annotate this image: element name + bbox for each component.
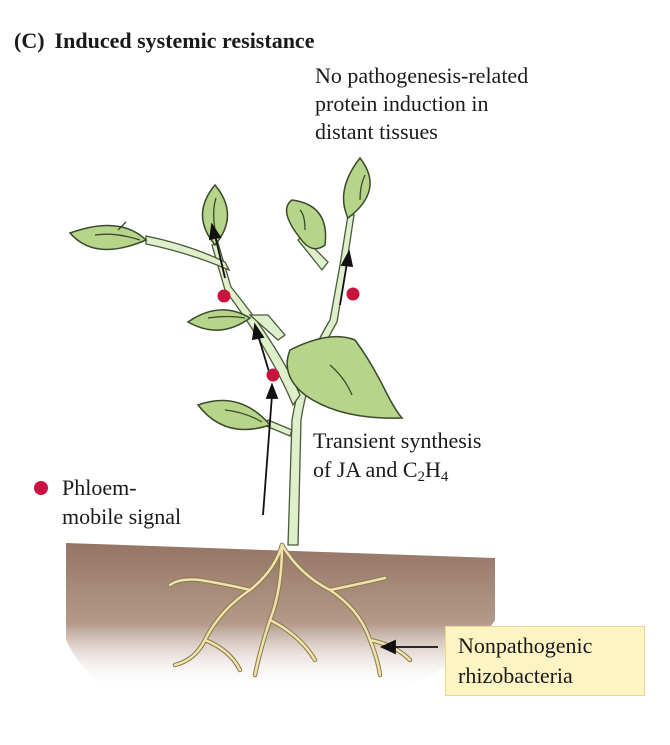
rhizobacteria-label-box: Nonpathogenic rhizobacteria [445,626,645,696]
hydrogen-subscript: 4 [440,469,449,485]
signal-dot [266,368,280,382]
signal-arrows [208,222,438,655]
leaf-top-left [201,183,229,247]
signal-dots [217,287,360,382]
carbon-subscript: 2 [417,469,426,485]
bottom-note-line2: rhizobacteria [458,663,573,688]
leaves [68,156,404,431]
middle-note-prefix: of JA and C [313,457,418,482]
figure-title: (C) Induced systemic resistance [14,28,314,54]
panel-label: (C) [14,28,45,53]
leaf-low-left [196,399,272,431]
soil [66,543,495,690]
middle-note-line2: of JA and C2H4 [313,457,449,485]
title-text: Induced systemic resistance [54,28,315,53]
roots-fill [168,543,412,677]
leaf-veins [94,174,366,423]
middle-note-line1: Transient synthesis [313,428,482,453]
leaf-left-top [68,224,148,251]
legend-dot [34,481,48,495]
leaf-large [286,335,404,419]
top-note-line1: No pathogenesis-related [315,63,529,88]
hydrogen-symbol: H [425,457,441,482]
leaf-top-right [342,156,371,220]
signal-dot [346,287,360,301]
signal-dot [217,289,231,303]
top-note-line2: protein induction in [315,91,489,116]
legend-line1: Phloem- [62,475,137,500]
legend-line2: mobile signal [62,504,182,529]
top-note-line3: distant tissues [315,119,438,144]
leaf-mid-left [186,309,252,331]
leaf-top-center [285,199,327,250]
bottom-note-line1: Nonpathogenic [458,633,593,658]
